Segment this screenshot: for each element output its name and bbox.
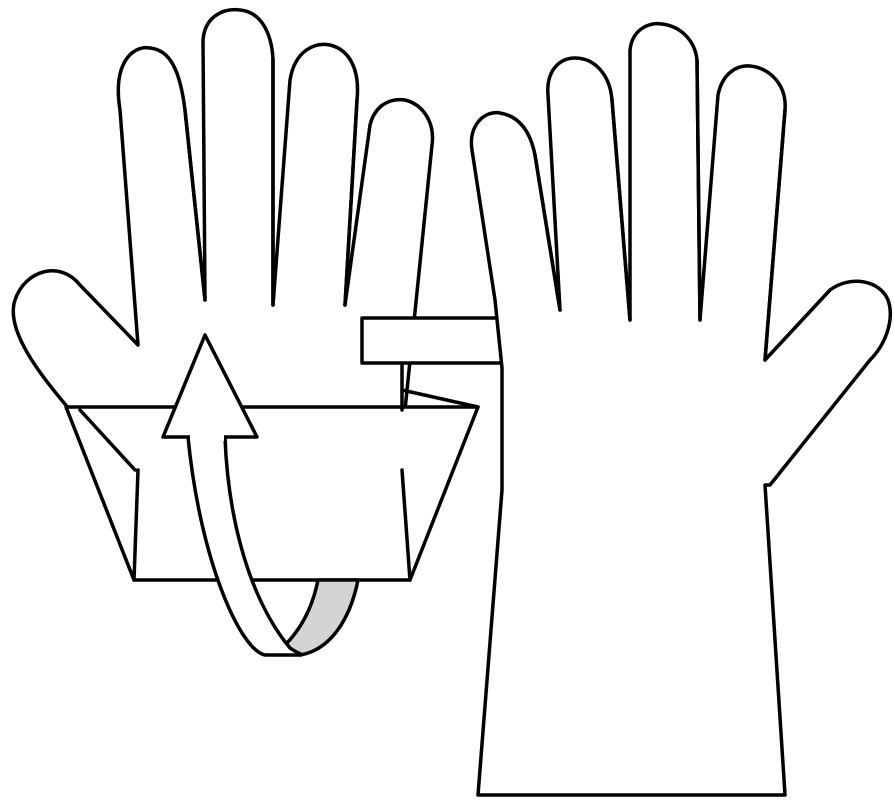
arrow-join [190,432,224,441]
cuff-inner-edge [402,390,478,407]
cuff-band [66,407,478,580]
glove-icon [471,24,890,795]
glove-outline [471,24,890,795]
arrow-underside [285,580,358,655]
